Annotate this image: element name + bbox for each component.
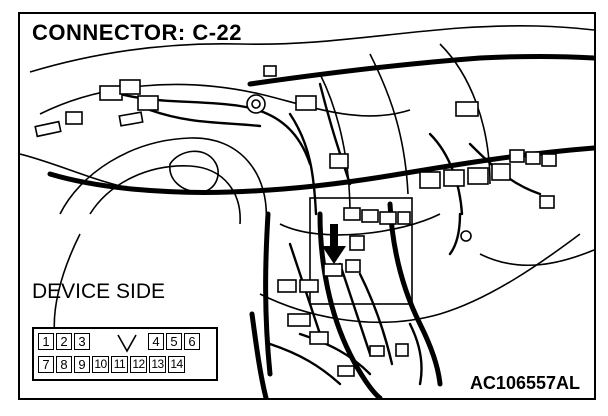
connector-block	[349, 235, 365, 251]
wiring-illustration	[20, 25, 594, 398]
connector-block	[343, 207, 361, 221]
connector-block	[509, 149, 525, 163]
device-side-label: DEVICE SIDE	[32, 280, 166, 303]
connector-block	[99, 85, 123, 101]
dash-outline	[89, 165, 241, 225]
center-harness	[317, 211, 383, 398]
dash-outline	[319, 73, 351, 215]
connector-block	[329, 153, 349, 169]
dash-outline	[479, 249, 594, 267]
connector-area-outline	[309, 197, 413, 305]
pin-cell: 14	[168, 356, 185, 373]
center-harness	[387, 201, 443, 387]
connector-block	[443, 169, 465, 187]
connector-block	[539, 195, 555, 209]
dash-outline	[59, 137, 268, 225]
connector-pinout: 1 2 3 4 5 6 7 8 9 10 11 12 13 14	[32, 327, 218, 381]
connector-block	[65, 111, 83, 125]
connector-block	[287, 313, 311, 327]
pin-cell: 3	[74, 333, 90, 350]
grommet	[460, 230, 472, 242]
connector-block	[525, 151, 541, 165]
connector-block	[323, 263, 343, 277]
connector-block	[395, 343, 409, 357]
connector-block	[467, 167, 489, 185]
pin-cell: 10	[92, 356, 109, 373]
left-harness	[249, 311, 269, 398]
dash-outline	[39, 83, 411, 117]
connector-block	[295, 95, 317, 111]
pin-cell: 1	[38, 333, 54, 350]
dash-outline	[259, 233, 581, 324]
connector-block	[369, 345, 385, 357]
connector-block	[137, 95, 159, 111]
connector-block	[541, 153, 557, 167]
upper-harness	[247, 54, 594, 87]
connector-block	[34, 120, 62, 138]
connector-block	[309, 331, 329, 345]
connector-block	[119, 79, 141, 95]
connector-block	[263, 65, 277, 77]
connector-block	[345, 259, 361, 273]
connector-title: CONNECTOR: C-22	[32, 20, 243, 45]
pin-cell: 4	[148, 333, 164, 350]
pin-cell: 6	[184, 333, 200, 350]
connector-block	[455, 101, 479, 117]
dash-outline	[279, 213, 441, 236]
pin-cell: 2	[56, 333, 72, 350]
connector-block	[277, 279, 297, 293]
pin-cell: 9	[74, 356, 90, 373]
dash-outline	[169, 150, 219, 193]
figure-code: AC106557AL	[469, 373, 580, 393]
connector-block	[118, 111, 144, 127]
pin-cell: 11	[111, 356, 128, 373]
connector-block	[361, 209, 379, 223]
diagram-frame: CONNECTOR: C-22 DEVICE SIDE AC106557AL 1…	[18, 12, 596, 400]
connector-block	[419, 171, 441, 189]
connector-block	[337, 365, 355, 377]
dash-outline	[29, 25, 594, 73]
pin-cell: 8	[56, 356, 72, 373]
grommet	[251, 99, 261, 109]
connector-block	[491, 163, 511, 181]
left-harness	[263, 211, 273, 377]
pointer-arrow-icon	[322, 224, 346, 264]
connector-block	[299, 279, 319, 293]
pin-cell: 12	[130, 356, 147, 373]
connector-key-icon	[117, 334, 137, 353]
pin-cell: 7	[38, 356, 54, 373]
connector-block	[397, 211, 411, 225]
pin-cell: 5	[166, 333, 182, 350]
connector-block	[379, 211, 397, 225]
pin-cell: 13	[149, 356, 166, 373]
